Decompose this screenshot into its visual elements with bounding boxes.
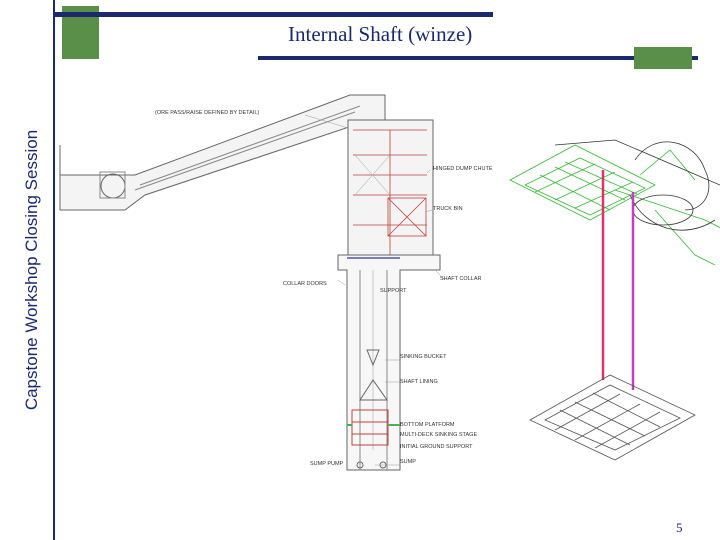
label-chute: HINGED DUMP CHUTE: [433, 166, 493, 172]
label-shaft-collar: SHAFT COLLAR: [440, 276, 481, 282]
page-number: 5: [676, 520, 683, 535]
shaft-cross-section: [59, 94, 441, 471]
label-ground-support: INITIAL GROUND SUPPORT: [400, 444, 473, 450]
leader-lines: [304, 114, 446, 466]
decorative-green-block-right: [634, 47, 692, 69]
title-underline-bar: [258, 56, 698, 60]
label-support: SUPPORT: [380, 288, 407, 294]
label-stage: MULTI-DECK SINKING STAGE: [400, 432, 477, 438]
upper-level-plan: [509, 144, 720, 266]
shaft-diagram: (ORE PASS/RAISE DEFINED BY DETAIL) HINGE…: [59, 94, 720, 471]
vertical-divider: [53, 0, 55, 540]
title-top-bar: [55, 12, 493, 17]
label-sinking-bucket: SINKING BUCKET: [400, 354, 447, 360]
label-shaft-lining: SHAFT LINING: [400, 379, 438, 385]
lower-level-plan: [529, 374, 696, 461]
label-ore-pass: (ORE PASS/RAISE DEFINED BY DETAIL): [155, 110, 259, 116]
slide-title: Internal Shaft (winze): [288, 22, 473, 46]
diagram-labels: (ORE PASS/RAISE DEFINED BY DETAIL) HINGE…: [155, 110, 493, 467]
label-bottom-platform: BOTTOM PLATFORM: [400, 422, 455, 428]
label-collar-doors: COLLAR DOORS: [283, 281, 327, 287]
label-truck-bin: TRUCK BIN: [433, 206, 463, 212]
label-sump-pump: SUMP PUMP: [310, 461, 344, 467]
vertical-shafts: [601, 170, 635, 390]
label-sump: SUMP: [400, 459, 416, 465]
sidebar-title: Capstone Workshop Closing Session: [22, 129, 41, 411]
